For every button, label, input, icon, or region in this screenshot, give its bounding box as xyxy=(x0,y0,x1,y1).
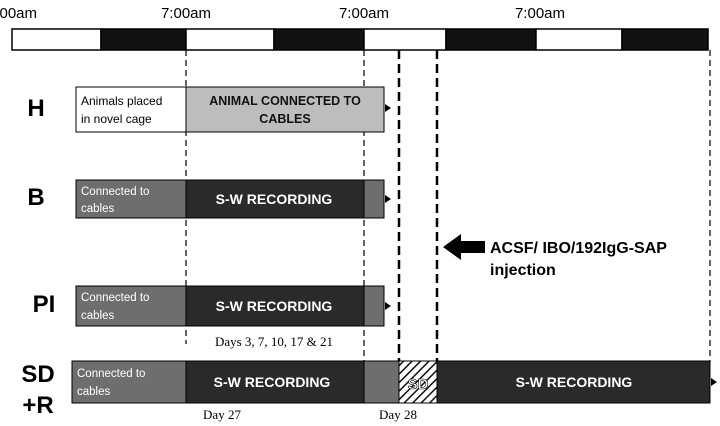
timeline-dark-2 xyxy=(273,28,365,51)
row-pi: PI Connected to cables S-W RECORDING Day… xyxy=(33,285,391,349)
row-sd-box1-line2: cables xyxy=(77,386,110,398)
row-pi-box-connected xyxy=(75,285,187,327)
row-sd-arrowhead xyxy=(711,378,717,386)
row-sd-label-line1: SD xyxy=(21,361,54,388)
row-b-label: B xyxy=(27,184,44,211)
row-sd-r: SD +R Connected to cables S-W RECORDING … xyxy=(21,360,717,422)
light-dark-timeline xyxy=(11,28,709,51)
row-pi-box-recording xyxy=(185,285,365,327)
row-sd-label-line2: +R xyxy=(22,392,53,419)
time-label-2: 7:00am xyxy=(161,5,211,22)
row-h: H Animals placed in novel cage ANIMAL CO… xyxy=(27,86,391,133)
row-b-box1-line1: Connected to xyxy=(81,186,149,198)
row-h-box1-line2: in novel cage xyxy=(81,112,152,126)
row-sd-box-sleep-deprivation xyxy=(398,360,438,404)
row-h-box2-line2: CABLES xyxy=(259,112,310,126)
row-sd-box-gap xyxy=(363,360,400,404)
row-sd-box1-line1: Connected to xyxy=(77,368,145,380)
timeline-light-1 xyxy=(11,28,102,51)
row-h-box2-line1: ANIMAL CONNECTED TO xyxy=(209,94,361,108)
row-pi-box1-line2: cables xyxy=(81,310,114,322)
row-h-label: H xyxy=(27,95,44,122)
timeline-dark-1 xyxy=(100,28,187,51)
row-sd-box-recovery-recording xyxy=(436,360,711,404)
row-sd-day-b: Day 28 xyxy=(379,407,417,422)
row-sd-day-a: Day 27 xyxy=(203,407,241,422)
row-pi-box-tail xyxy=(363,285,385,327)
row-pi-arrowhead xyxy=(385,302,391,310)
injection-line1: ACSF/ IBO/192IgG-SAP xyxy=(490,240,667,257)
row-pi-label: PI xyxy=(33,291,56,318)
row-pi-days: Days 3, 7, 10, 17 & 21 xyxy=(215,334,333,349)
row-b-box2: S-W RECORDING xyxy=(216,191,333,207)
injection-arrow xyxy=(443,234,485,260)
row-b-box-connected xyxy=(75,179,187,219)
timeline-light-2 xyxy=(185,28,275,51)
row-h-box-novel-cage xyxy=(75,86,187,133)
row-b-arrowhead xyxy=(385,195,391,203)
row-sd-sd-box: SD xyxy=(408,376,429,393)
row-h-box-connected xyxy=(185,86,385,133)
row-pi-box2: S-W RECORDING xyxy=(216,298,333,314)
time-label-1: 7:00am xyxy=(0,5,37,22)
row-pi-box1-line1: Connected to xyxy=(81,292,149,304)
row-b-box-recording xyxy=(185,179,365,219)
timeline-light-3 xyxy=(363,28,447,51)
row-h-box1-line1: Animals placed xyxy=(81,94,162,108)
row-sd-box2: S-W RECORDING xyxy=(214,374,331,390)
time-label-3: 7:00am xyxy=(339,5,389,22)
timeline-dark-3 xyxy=(445,28,537,51)
timeline-dark-4 xyxy=(621,28,709,51)
injection-callout: ACSF/ IBO/192IgG-SAP injection xyxy=(443,234,667,279)
row-sd-box-connected xyxy=(71,360,187,404)
row-sd-box-recording xyxy=(185,360,365,404)
row-b: B Connected to cables S-W RECORDING xyxy=(27,179,391,219)
row-h-arrowhead xyxy=(385,104,391,112)
timeline-light-4 xyxy=(535,28,623,51)
time-label-4: 7:00am xyxy=(515,5,565,22)
row-sd-box4: S-W RECORDING xyxy=(516,374,633,390)
injection-line2: injection xyxy=(490,262,556,279)
row-b-box1-line2: cables xyxy=(81,203,114,215)
row-b-box-tail xyxy=(363,179,385,219)
